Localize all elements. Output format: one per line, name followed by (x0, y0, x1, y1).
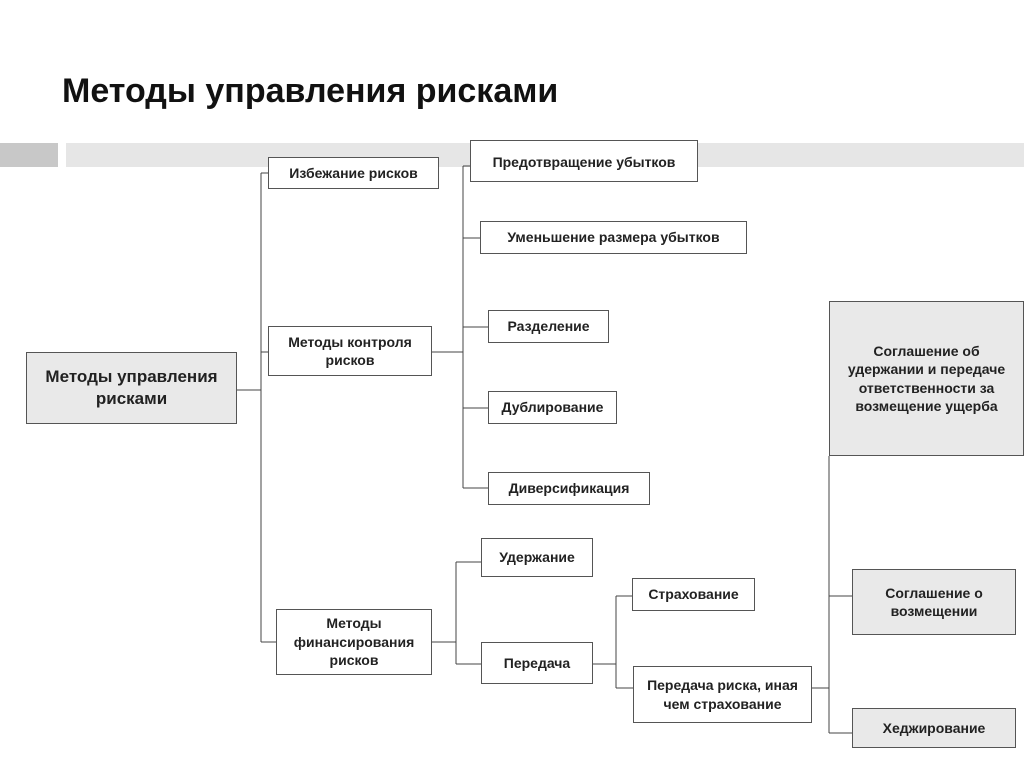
page-title: Методы управления рисками (62, 72, 559, 110)
transfer-box: Передача (481, 642, 593, 684)
prevention-box: Предотвращение убытков (470, 140, 698, 182)
non-insurance-transfer-box: Передача риска, иная чем страхование (633, 666, 812, 723)
header-bar-left (0, 143, 58, 167)
hedging-box: Хеджирование (852, 708, 1016, 748)
diversification-box: Диверсификация (488, 472, 650, 505)
avoidance-box: Избежание рисков (268, 157, 439, 189)
financing-methods-box: Методы финансирования рисков (276, 609, 432, 675)
separation-box: Разделение (488, 310, 609, 343)
reduction-box: Уменьшение размера убытков (480, 221, 747, 254)
insurance-box: Страхование (632, 578, 755, 611)
control-methods-box: Методы контроля рисков (268, 326, 432, 376)
duplication-box: Дублирование (488, 391, 617, 424)
retention-agreement-box: Соглашение об удержании и передаче ответ… (829, 301, 1024, 456)
compensation-agreement-box: Соглашение о возмещении (852, 569, 1016, 635)
retention-box: Удержание (481, 538, 593, 577)
root-box: Методы управления рисками (26, 352, 237, 424)
